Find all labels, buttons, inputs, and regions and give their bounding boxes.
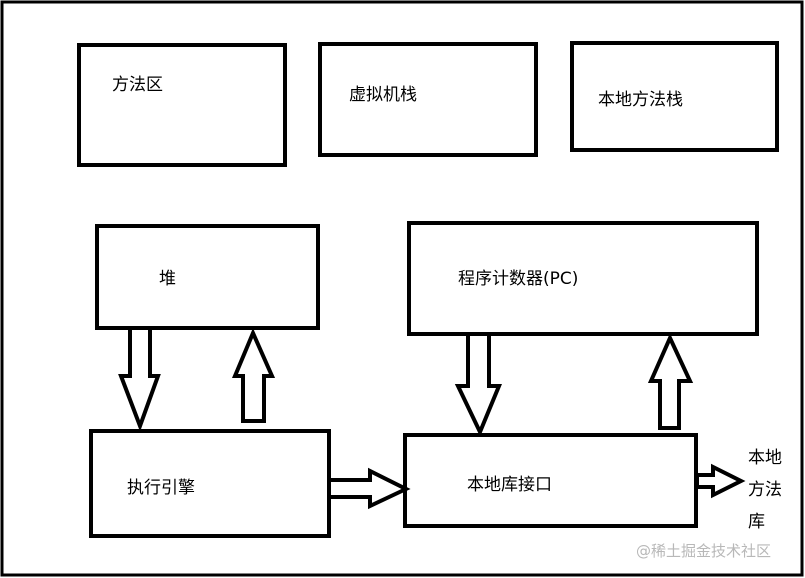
heap-box: 堆 — [95, 224, 320, 330]
watermark: @稀土掘金技术社区 — [636, 542, 771, 560]
vm-stack-label: 虚拟机栈 — [349, 85, 417, 105]
native-interface-box: 本地库接口 — [403, 433, 698, 528]
pc-to-interface-arrow — [454, 332, 502, 437]
pc-register-box: 程序计数器(PC) — [407, 221, 759, 336]
native-interface-label: 本地库接口 — [467, 475, 552, 495]
native-library-line-3: 库 — [748, 512, 765, 532]
interface-to-pc-arrow — [647, 333, 694, 430]
interface-to-library-arrow — [695, 463, 746, 499]
native-library-label: 本地 方法 库 — [748, 448, 782, 532]
execution-engine-label: 执行引擎 — [127, 478, 195, 498]
native-method-stack-box: 本地方法栈 — [570, 41, 779, 152]
vm-stack-box: 虚拟机栈 — [318, 42, 538, 157]
engine-to-heap-arrow — [231, 327, 276, 423]
method-area-box: 方法区 — [77, 43, 287, 167]
pc-register-label: 程序计数器(PC) — [458, 269, 578, 289]
native-method-stack-label: 本地方法栈 — [598, 90, 683, 110]
native-library-line-2: 方法 — [748, 480, 782, 500]
heap-label: 堆 — [159, 269, 176, 289]
engine-to-interface-arrow — [327, 467, 411, 510]
native-library-line-1: 本地 — [748, 448, 782, 468]
heap-to-engine-arrow — [118, 326, 161, 432]
method-area-label: 方法区 — [112, 75, 163, 95]
execution-engine-box: 执行引擎 — [89, 429, 331, 538]
